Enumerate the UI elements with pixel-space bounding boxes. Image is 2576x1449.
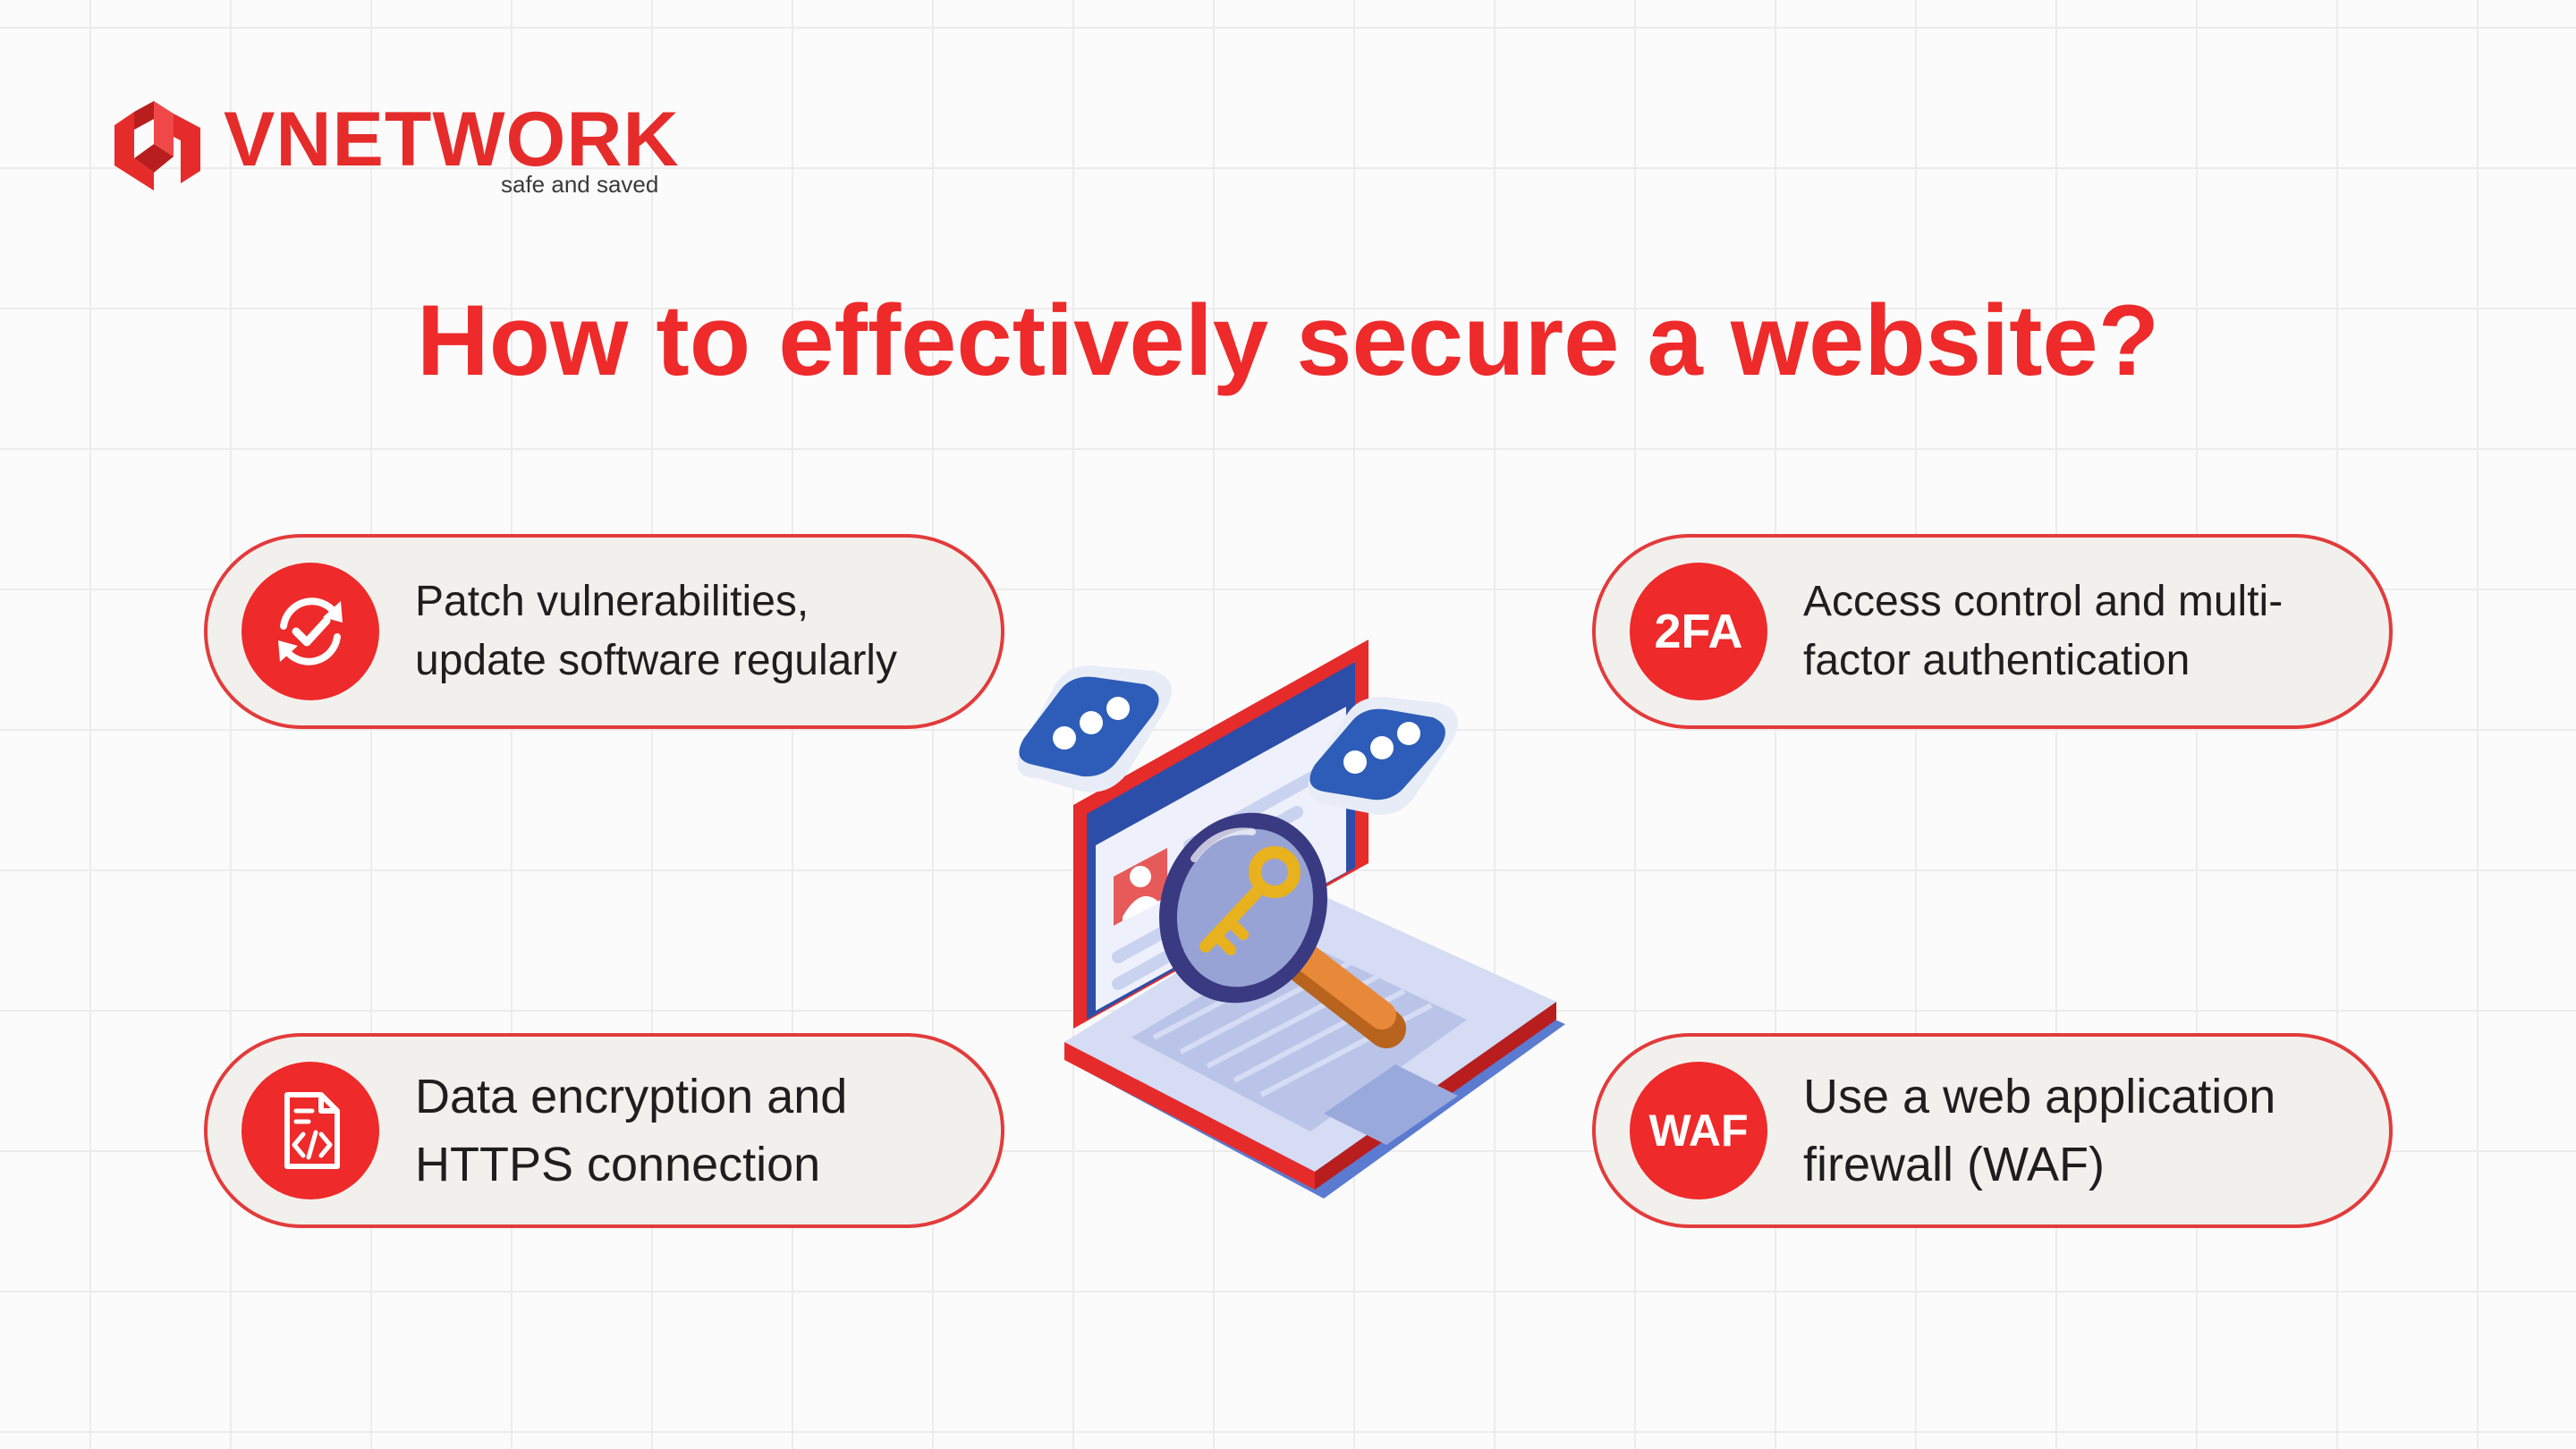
brand-logo: VNETWORK safe and saved — [107, 94, 680, 210]
card-line: Use a web application — [1803, 1070, 2276, 1123]
card-line: update software regularly — [415, 637, 897, 684]
card-line: firewall (WAF) — [1803, 1138, 2105, 1191]
card-access-control: 2FA Access control and multi- factor aut… — [1592, 534, 2393, 729]
card-text: Use a web application firewall (WAF) — [1803, 1063, 2376, 1199]
card-web-application-firewall: WAF Use a web application firewall (WAF) — [1592, 1033, 2393, 1228]
card-text: Patch vulnerabilities, update software r… — [415, 572, 987, 691]
card-line: Patch vulnerabilities, — [415, 578, 809, 625]
vnetwork-logo-icon — [114, 101, 200, 191]
card-line: Access control and multi- — [1803, 578, 2284, 625]
page-title: How to effectively secure a website? — [416, 284, 2160, 396]
brand-name: VNETWORK — [224, 97, 680, 182]
card-line: Data encryption and — [415, 1070, 848, 1123]
card-text: Data encryption and HTTPS connection — [415, 1063, 987, 1199]
card-text: Access control and multi- factor authent… — [1803, 572, 2376, 691]
refresh-check-icon — [242, 563, 379, 700]
two-factor-badge: 2FA — [1630, 563, 1767, 700]
card-line: factor authentication — [1803, 637, 2190, 684]
card-data-encryption: Data encryption and HTTPS connection — [204, 1033, 1004, 1228]
firewall-badge: WAF — [1630, 1062, 1767, 1199]
code-document-icon — [242, 1062, 379, 1199]
laptop-magnifier-key-icon — [1002, 617, 1583, 1208]
brand-tagline: safe and saved — [501, 171, 659, 198]
card-line: HTTPS connection — [415, 1138, 821, 1191]
card-patch-vulnerabilities: Patch vulnerabilities, update software r… — [204, 534, 1004, 729]
